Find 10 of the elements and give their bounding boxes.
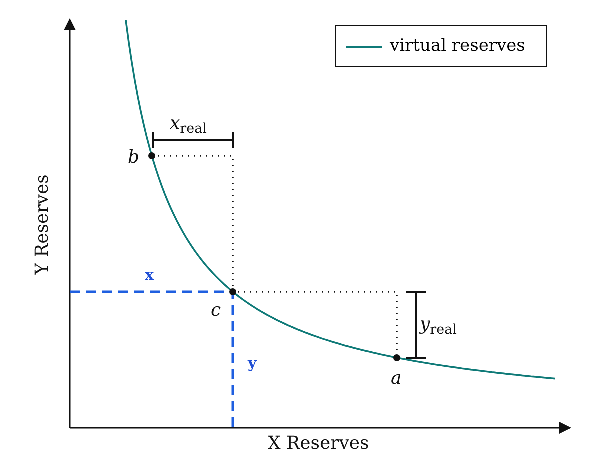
point-label: b (128, 149, 140, 167)
axis-title: Y Reserves (34, 174, 52, 275)
point-label: a (391, 370, 402, 388)
dimension-label: x$_{real}$ (170, 115, 207, 137)
point-label: c (211, 302, 222, 320)
axis-title: X Reserves (268, 435, 370, 453)
dimension-label: y$_{real}$ (420, 316, 457, 338)
legend-label: virtual reserves (390, 36, 526, 56)
reserve-label: y (248, 356, 257, 371)
reserve-label: x (145, 268, 154, 283)
